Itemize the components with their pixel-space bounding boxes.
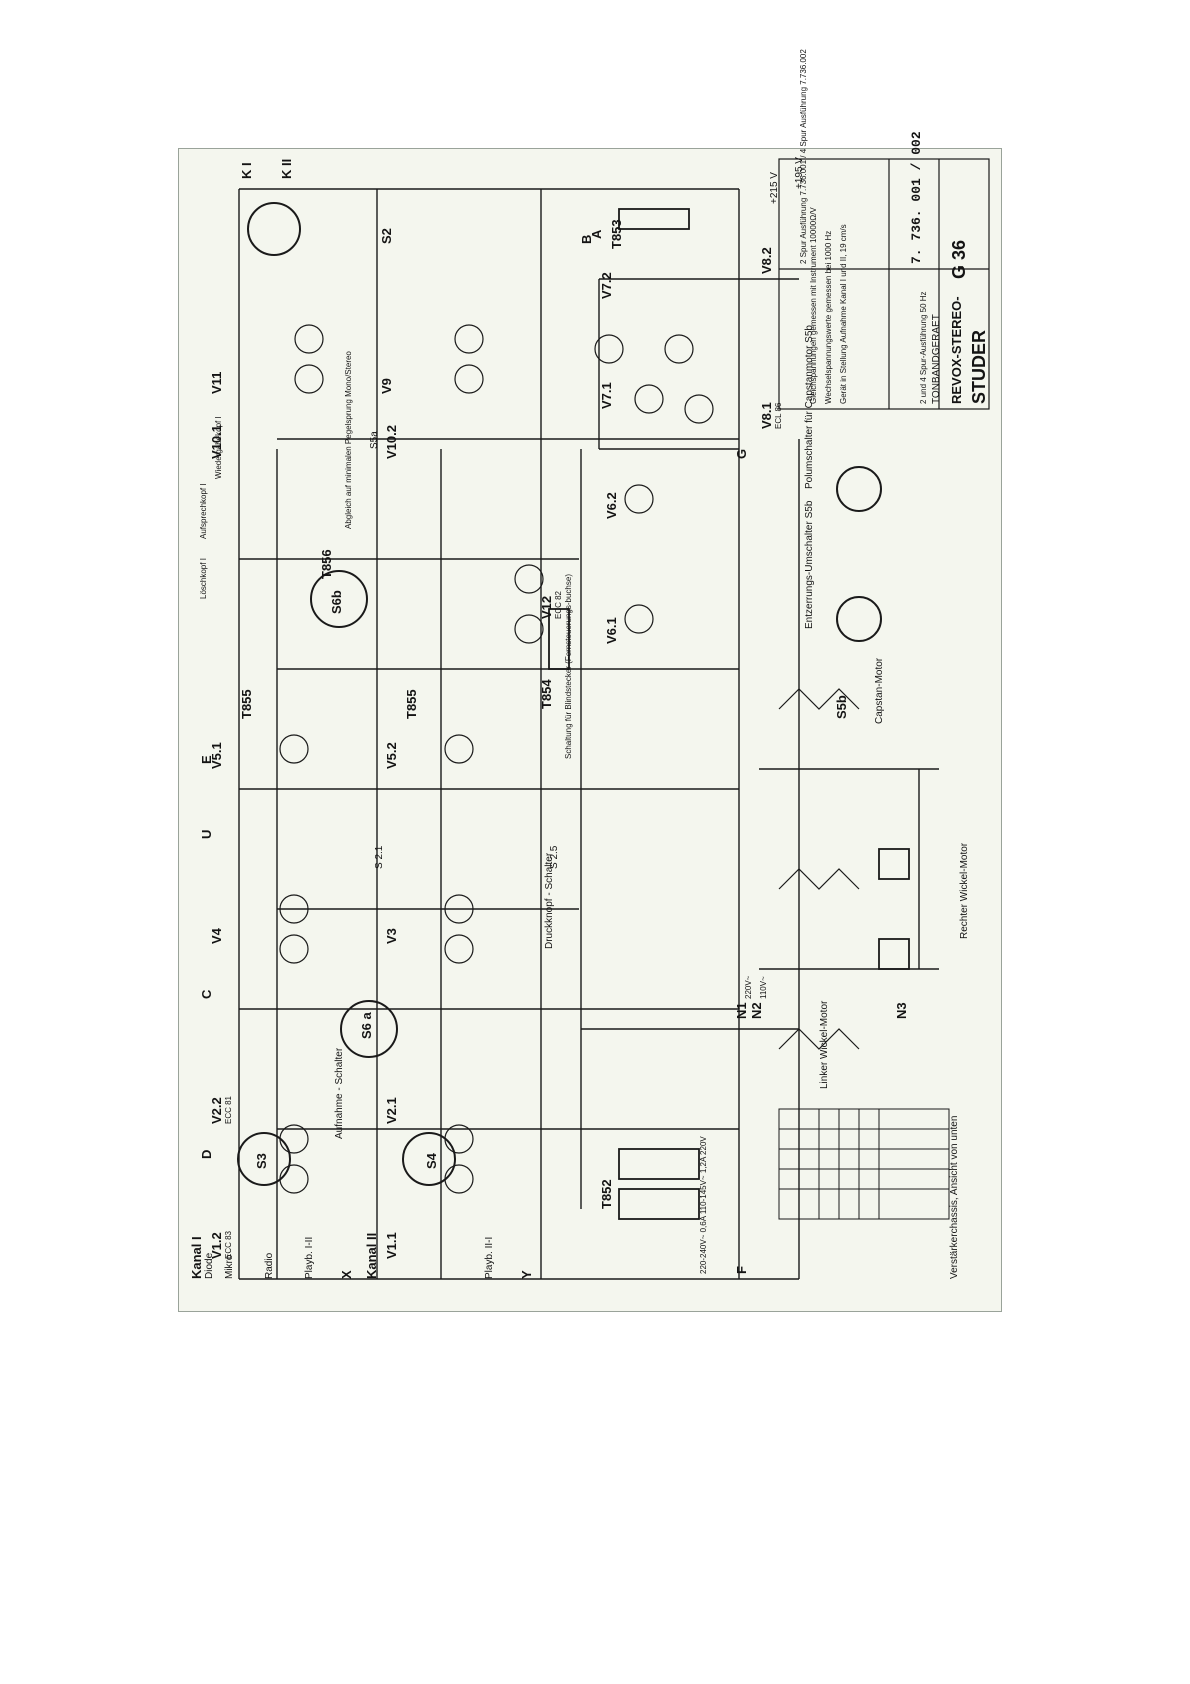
transformer-t855-2: T855 [404,689,419,719]
tube-v8-1: V8.1 [759,402,774,429]
input-radio: Radio [264,1252,275,1279]
transformer-t856: T856 [319,549,334,579]
tube-v8-2: V8.2 [759,247,774,274]
mode-note: Gerät in Stellung Aufnahme Kanal I und I… [839,224,848,404]
tube-v9: V9 [379,378,394,394]
supply-ub: +195 V [794,157,805,189]
transformer-t853: T853 [609,219,624,249]
tube-v3: V3 [384,928,399,944]
circuit-diagram [237,158,990,1280]
section-aufsprechkopf: Aufsprechkopf I [199,483,208,539]
tube-v10-2: V10.2 [384,425,399,459]
supply-220v: 220V~ [744,975,753,999]
supply-uc: +215 V [769,172,780,204]
section-rechter-motor: Rechter Wickel-Motor [959,842,970,939]
tube-type-ecl86: ECL 86 [774,402,783,429]
tube-v12: V12 [539,595,554,619]
switch-s6a: S6 a [359,1012,374,1039]
input-kanal-2: Kanal II [364,1232,379,1279]
input-mikro: Mikro [224,1254,235,1279]
tube-v6-1: V6.1 [604,617,619,644]
tube-v2-1: V2.1 [384,1097,399,1124]
input-playback-2: Playb. II-I [484,1236,495,1279]
section-fernsteuerung: Schaltung für Blindstecker (Fernsteuerun… [564,574,573,759]
tube-v1-1: V1.1 [384,1232,399,1259]
ac-measure-note: Wechselspannungswerte gemessen bei 1000 … [824,230,833,404]
switch-s2: S2 [379,228,394,244]
supply-110v: 110V~ [759,976,768,999]
switch-s2-1: S 2.1 [374,845,385,869]
input-diode: Diode [204,1252,215,1279]
section-verstaerker: Verstärkerchassis, Ansicht von unten [949,1115,960,1279]
tube-v7-1: V7.1 [599,382,614,409]
connector-b: B [579,234,594,244]
switch-s6b: S6b [329,590,344,614]
switch-s3: S3 [254,1153,269,1169]
tube-v4: V4 [209,928,224,944]
tube-v2-2: V2.2 [209,1097,224,1124]
section-linker-motor: Linker Wickel-Motor [819,1000,830,1089]
connector-k2: K II [279,158,294,179]
model-label: G 36 [949,239,969,279]
switch-s5b: S5b [834,695,849,719]
tube-type-ecc81: ECC 81 [224,1095,233,1124]
tube-type-ecc82: ECC 82 [554,590,563,619]
transformer-t855-1: T855 [239,689,254,719]
tube-v6-2: V6.2 [604,492,619,519]
section-polumschalter: Polumschalter für Capstanmotor S5b [804,325,815,489]
section-netz: 220-240V~ 0,6A 110-145V~ 1,2A 220V [699,1136,708,1274]
connector-f: F [734,1266,749,1274]
supply-n3: N3 [894,1002,909,1019]
section-druckknopf: Druckknopf - Schalter [544,852,555,949]
switch-s5a: S5a [369,431,380,449]
tube-v7-2: V7.2 [599,272,614,299]
section-aufnahme-schalter: Aufnahme - Schalter [334,1047,345,1139]
connector-g: G [734,448,749,459]
section-capstan-motor: Capstan-Motor [874,657,885,724]
connector-c: C [199,989,214,999]
drawing-number: 7. 736. 001 / 002 [909,131,924,264]
schematic-sheet: STUDER REVOX-STEREO- G 36 TONBANDGERAET … [178,49,1002,1312]
section-loeschkopf: Löschkopf I [199,558,208,599]
product-label: REVOX-STEREO- [949,296,964,404]
input-playback-1: Playb. I-II [304,1236,315,1279]
variant-label: 2 und 4 Spur-Ausführung 50 Hz [919,291,928,404]
switch-s4: S4 [424,1153,439,1169]
brand-label: STUDER [969,329,989,404]
subtitle-label: TONBANDGERAET [931,314,942,404]
tube-v5-2: V5.2 [384,742,399,769]
transformer-t854: T854 [539,679,554,709]
connector-x: X [339,1270,354,1279]
connector-u: U [199,829,214,839]
connector-y: Y [519,1270,534,1279]
supply-n1: N1 [734,1002,749,1019]
connector-d: D [199,1149,214,1159]
section-entzerrungs: Entzerrungs-Umschalter S5b [804,500,815,629]
connector-k1: K I [239,162,254,179]
section-wiedergabekopf: Wiedergabekopf I [214,416,223,479]
input-kanal-1: Kanal I [189,1236,204,1279]
tube-v11: V11 [209,371,224,394]
transformer-t852: T852 [599,1179,614,1209]
section-abgleich: Abgleich auf minimalen Pegelsprung Mono/… [344,351,353,529]
connector-e: E [199,755,214,764]
supply-n2: N2 [749,1002,764,1019]
